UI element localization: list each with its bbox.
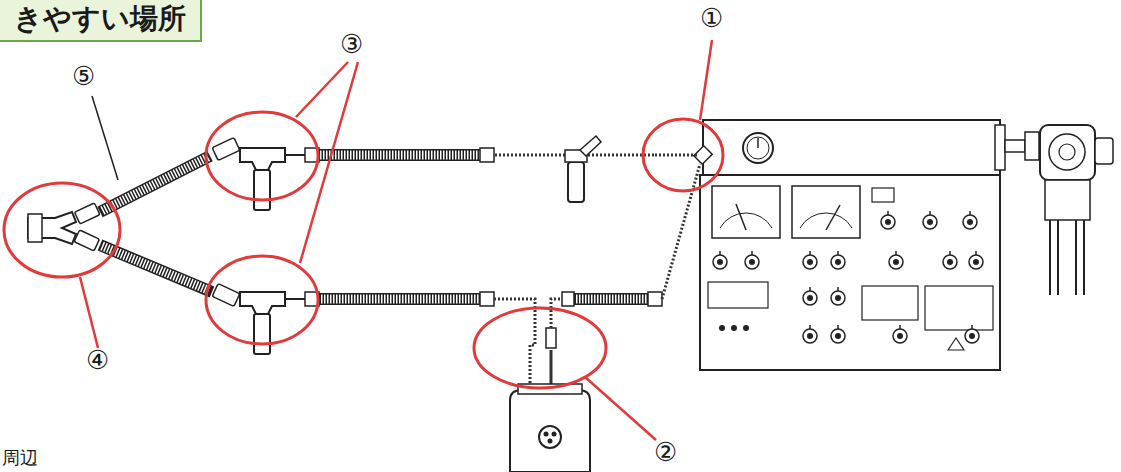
callout-number: ① (700, 4, 723, 33)
y-piece (28, 212, 76, 244)
callout-number: ④ (86, 346, 109, 375)
note-text: 周辺 (2, 448, 38, 468)
highlight-circles (4, 112, 723, 388)
title-box: きやすい場所 (0, 0, 202, 42)
gas-regulator (1040, 125, 1095, 180)
water-trap (254, 170, 270, 210)
humidifier (510, 390, 590, 472)
callout-number: ⑤ (72, 62, 95, 91)
leader-lines (80, 40, 712, 440)
water-trap (254, 314, 270, 354)
water-trap (568, 162, 584, 202)
callout-number: ③ (340, 30, 363, 59)
control-panel (700, 175, 1000, 370)
pressure-gauge (743, 133, 773, 163)
callout-number: ② (654, 438, 677, 467)
ventilator-housing (703, 120, 1000, 175)
title-text: きやすい場所 (14, 2, 186, 36)
